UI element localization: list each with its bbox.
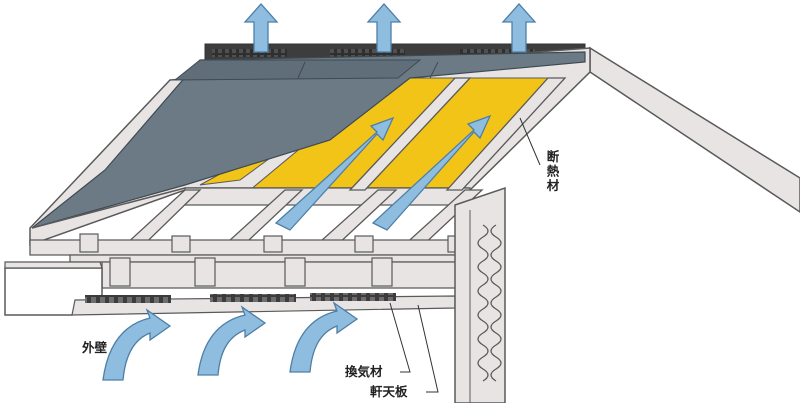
airflow-curved-arrow-1 <box>102 308 172 381</box>
exterior-wall-label: 外壁 <box>82 340 108 355</box>
airflow-curved-arrow-2 <box>197 305 267 376</box>
insulation-leader <box>519 117 541 166</box>
ventilation-leader <box>389 302 411 373</box>
airflow-up-arrow-1 <box>243 3 279 53</box>
blocking <box>79 233 467 287</box>
airflow-curved-arrows <box>102 301 359 381</box>
roof-slate-panel <box>31 51 586 229</box>
gable-roof-outline <box>589 46 800 213</box>
leader-lines <box>389 117 541 393</box>
soffit-board-label: 軒天板 <box>370 384 408 399</box>
insulation-label: 断熱材 <box>544 150 560 194</box>
soffit-vent <box>71 293 456 316</box>
airflow-diagonal-arrow-1 <box>274 116 395 231</box>
soffit-leader <box>417 304 439 393</box>
airflow-diagonal-arrow-2 <box>371 114 492 231</box>
airflow-curved-arrow-3 <box>289 301 359 373</box>
exterior-wall <box>454 186 506 403</box>
ventilation-material-label: 換気材 <box>345 364 383 379</box>
airflow-up-arrow-3 <box>501 3 537 53</box>
airflow-up-arrows <box>243 3 537 53</box>
airflow-diagonal-arrows <box>274 114 492 231</box>
airflow-up-arrow-2 <box>366 3 402 53</box>
